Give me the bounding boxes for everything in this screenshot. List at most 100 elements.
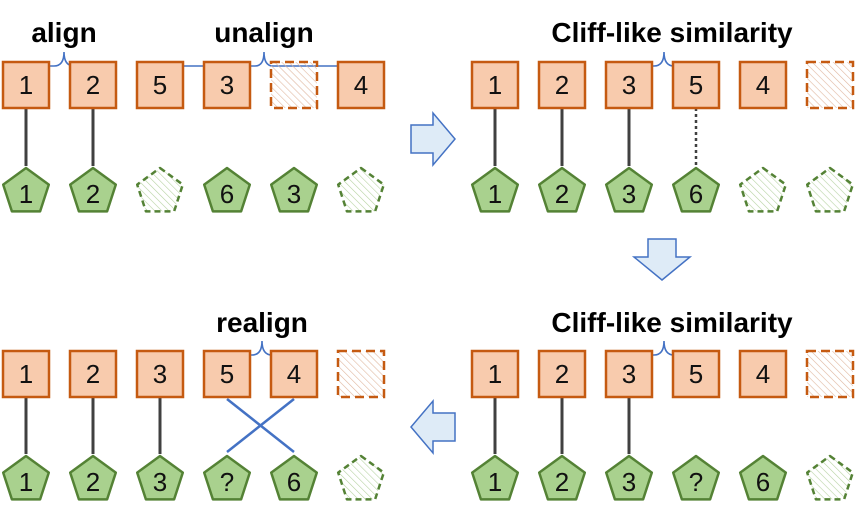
square-node	[738, 349, 788, 399]
brace-unalign	[160, 51, 364, 83]
pentagon-label: 6	[220, 179, 234, 209]
pentagon-label: 6	[689, 179, 703, 209]
square-node	[470, 60, 520, 110]
pentagon-label: 2	[555, 467, 569, 497]
arrow-right-icon	[410, 110, 456, 168]
square-label: 4	[354, 70, 368, 100]
square-label: 3	[153, 359, 167, 389]
square-node	[671, 349, 721, 399]
label-realign: realign	[216, 307, 308, 338]
panel-top-right: 1 2 3 5 4 1 2 3 6	[470, 60, 855, 213]
pentagon-label: 2	[86, 179, 100, 209]
square-label: 1	[19, 359, 33, 389]
empty-pentagon	[805, 454, 855, 501]
empty-pentagon	[805, 166, 855, 213]
empty-pentagon	[336, 166, 386, 213]
square-node	[68, 349, 118, 399]
panel-top-left: 1 2 5 3 4 1 2 6 3	[1, 60, 386, 213]
pentagon-label: 6	[756, 467, 770, 497]
pentagon-node	[269, 166, 319, 213]
square-node	[604, 349, 654, 399]
pentagon-label: 3	[622, 179, 636, 209]
square-node	[537, 60, 587, 110]
square-node	[470, 349, 520, 399]
pentagon-label: 3	[153, 467, 167, 497]
pentagon-node	[470, 454, 520, 501]
pentagon-node	[68, 454, 118, 501]
square-label: 1	[488, 359, 502, 389]
square-node	[336, 60, 386, 110]
pentagon-label: 6	[287, 467, 301, 497]
pentagon-node	[202, 454, 252, 501]
square-node	[269, 349, 319, 399]
label-align: align	[31, 17, 96, 48]
pentagon-node	[604, 166, 654, 213]
pentagon-node	[1, 454, 51, 501]
square-node	[537, 349, 587, 399]
pentagon-node	[537, 166, 587, 213]
pentagon-node	[738, 454, 788, 501]
pentagon-label: 1	[19, 467, 33, 497]
square-label: 5	[220, 359, 234, 389]
square-node	[202, 60, 252, 110]
square-label: 4	[287, 359, 301, 389]
realign-cross-link-2	[226, 398, 295, 453]
square-node	[135, 349, 185, 399]
label-cliff-like-similarity-top: Cliff-like similarity	[551, 17, 793, 48]
panel-bottom-right: 1 2 3 5 4 1 2 3? 6	[470, 349, 855, 501]
square-label: 2	[555, 359, 569, 389]
square-label: 4	[756, 70, 770, 100]
pentagon-label: 3	[287, 179, 301, 209]
pentagon-node	[68, 166, 118, 213]
square-label: 5	[153, 70, 167, 100]
pentagon-node	[604, 454, 654, 501]
pentagon-node	[671, 454, 721, 501]
square-node	[1, 60, 51, 110]
square-label: 2	[86, 359, 100, 389]
pentagon-label: 1	[488, 179, 502, 209]
pentagon-label: 1	[19, 179, 33, 209]
square-label: 2	[555, 70, 569, 100]
square-node	[1, 349, 51, 399]
pentagon-node	[537, 454, 587, 501]
square-label: 4	[756, 359, 770, 389]
pentagon-node	[1, 166, 51, 213]
square-node	[202, 349, 252, 399]
square-node	[738, 60, 788, 110]
square-label: 5	[689, 70, 703, 100]
pentagon-node	[202, 166, 252, 213]
pentagon-node	[135, 454, 185, 501]
label-unalign: unalign	[214, 17, 314, 48]
square-node	[671, 60, 721, 110]
square-label: 2	[86, 70, 100, 100]
arrow-down-icon	[631, 238, 693, 281]
square-label: 5	[689, 359, 703, 389]
pentagon-node	[269, 454, 319, 501]
square-label: 1	[488, 70, 502, 100]
arrow-left-icon	[410, 398, 456, 456]
pentagon-label: ?	[220, 467, 234, 497]
empty-square	[805, 349, 855, 399]
label-cliff-like-similarity-bottom: Cliff-like similarity	[551, 307, 793, 338]
square-node	[135, 60, 185, 110]
empty-pentagon	[738, 166, 788, 213]
pentagon-label: 1	[488, 467, 502, 497]
square-label: 1	[19, 70, 33, 100]
empty-pentagon	[336, 454, 386, 501]
pentagon-label: 2	[555, 179, 569, 209]
empty-pentagon	[135, 166, 185, 213]
pentagon-label: 3	[622, 467, 636, 497]
pentagon-node	[671, 166, 721, 213]
square-label: 3	[622, 359, 636, 389]
pentagon-label: ?	[689, 467, 703, 497]
pentagon-label: 2	[86, 467, 100, 497]
empty-square	[336, 349, 386, 399]
square-node	[604, 60, 654, 110]
square-node	[68, 60, 118, 110]
empty-square	[805, 60, 855, 110]
square-label: 3	[622, 70, 636, 100]
square-label: 3	[220, 70, 234, 100]
empty-square	[269, 60, 319, 110]
pentagon-node	[470, 166, 520, 213]
